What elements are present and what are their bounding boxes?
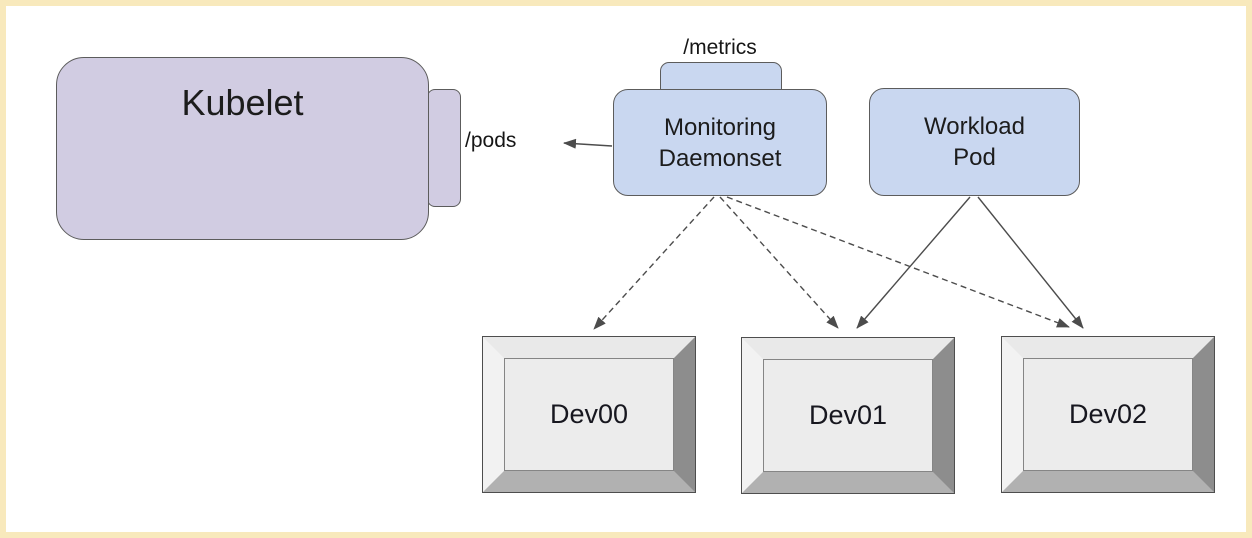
edge-monitoring_daemonset-to-kubelet (563, 138, 613, 149)
kubelet-label: Kubelet (181, 82, 304, 123)
metrics-endpoint-label: /metrics (683, 36, 757, 59)
monitoring-daemonset-node: Monitoring Daemonset (613, 89, 827, 196)
pods-endpoint-label: /pods (465, 129, 517, 152)
monitoring-daemonset-label-line2: Daemonset (658, 144, 782, 172)
edge-workload_pod-to-dev01 (856, 196, 971, 329)
edge-monitoring_daemonset-to-dev02 (726, 196, 1070, 328)
edge-monitoring_daemonset-to-dev00 (593, 196, 715, 330)
kubelet-side-tab (427, 89, 461, 207)
device-label: Dev02 (1068, 399, 1148, 429)
device-node-dev02: Dev02 (1002, 337, 1214, 492)
device-label: Dev00 (549, 399, 629, 429)
device-node-dev01: Dev01 (742, 338, 954, 493)
workload-pod-label-line2: Pod (953, 144, 996, 171)
edge-workload_pod-to-dev02 (977, 196, 1084, 329)
kubelet-node: Kubelet (56, 57, 429, 240)
edge-monitoring_daemonset-to-dev01 (719, 196, 839, 329)
device-node-dev00: Dev00 (483, 337, 695, 492)
workload-pod-node: Workload Pod (869, 88, 1080, 196)
device-label: Dev01 (808, 400, 888, 430)
workload-pod-label-line1: Workload (924, 113, 1025, 140)
monitoring-daemonset-label-line1: Monitoring (663, 113, 777, 141)
